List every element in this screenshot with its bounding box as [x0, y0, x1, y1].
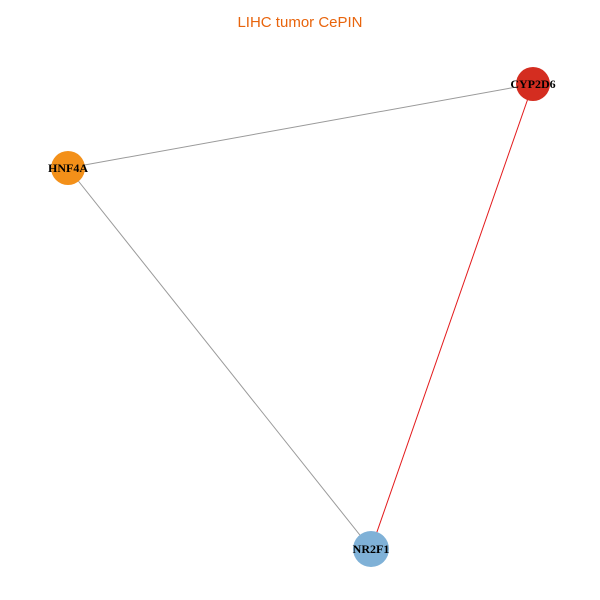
node-NR2F1 [353, 531, 389, 567]
edge-HNF4A-CYP2D6 [67, 83, 534, 169]
plot-title: LIHC tumor CePIN [237, 14, 363, 31]
node-label-NR2F1: NR2F1 [353, 542, 390, 556]
edge-HNF4A-NR2F1 [67, 167, 372, 550]
node-label-CYP2D6: CYP2D6 [510, 77, 555, 91]
edge-CYP2D6-NR2F1 [370, 83, 534, 550]
node-HNF4A [51, 151, 85, 185]
node-label-HNF4A: HNF4A [48, 161, 88, 175]
node-CYP2D6 [516, 67, 550, 101]
